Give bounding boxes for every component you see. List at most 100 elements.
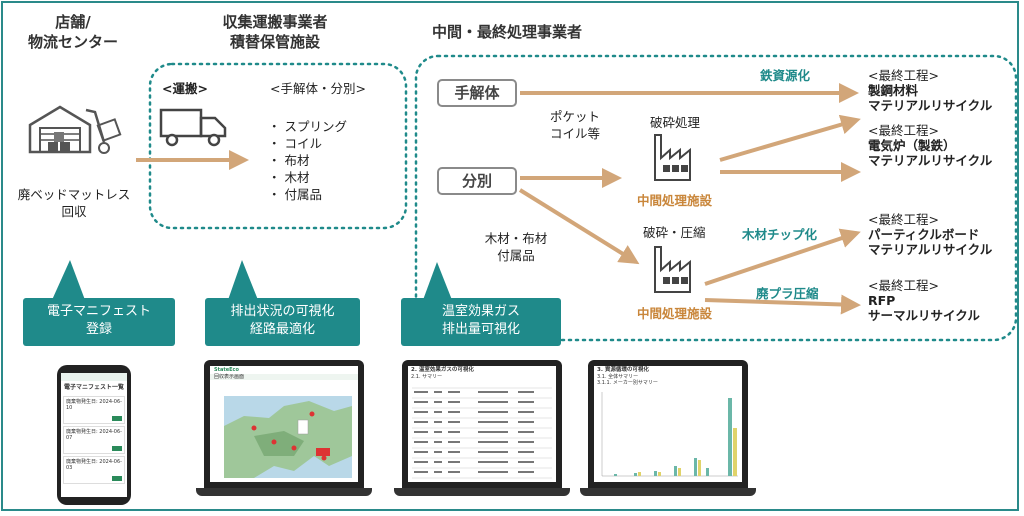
laptop-ghg: 2. 温室効果ガスの可視化 2.1. サマリー [402, 360, 562, 488]
laptop-resource-screen: 3. 資源循環の可視化 3.1. 全体サマリー 3.1.1. メーカー別サマリー [594, 366, 742, 482]
phone-card: 廃棄物発生日: 2024-06-10 [63, 396, 125, 424]
final3-block: <最終工程> パーティクルボード マテリアルリサイクル [868, 212, 992, 257]
arrow-crush2-to-final3 [704, 228, 861, 286]
facility2-label: 中間処理施設 [637, 306, 713, 321]
pocket-coil-line1: ポケット [549, 109, 600, 124]
laptop-map-base [196, 488, 372, 496]
callout-manifest-line1: 電子マニフェスト [46, 304, 151, 319]
header-store-line1: 店舗/ [55, 13, 91, 31]
phone-device: 電子マニフェスト一覧 廃棄物発生日: 2024-06-10 廃棄物発生日: 20… [57, 365, 131, 505]
phone-entry-2: 廃棄物発生日: 2024-06-07 [66, 429, 122, 441]
header-store-line2: 物流センター [27, 33, 118, 51]
pocket-coil-line2: コイル等 [549, 126, 600, 141]
header-collector-line1: 収集運搬事業者 [222, 13, 328, 31]
callout-visualize-line1: 排出状況の可視化 [230, 304, 335, 319]
final4-line3: サーマルリサイクル [868, 308, 980, 323]
arrow-crush2-to-final4 [704, 294, 861, 315]
header-collector: 収集運搬事業者 積替保管施設 [190, 12, 360, 52]
final4-line1: <最終工程> [868, 278, 939, 293]
list-item: ・ 布材 [268, 153, 310, 168]
phone-topbar [61, 373, 127, 381]
item-coil: コイル [284, 136, 322, 151]
phone-card-button[interactable] [112, 476, 122, 481]
item-wood: 木材 [284, 170, 310, 185]
arrow-crush-to-final1 [719, 114, 861, 162]
phone-entry-3: 廃棄物発生日: 2024-06-03 [66, 459, 122, 471]
pocket-coil-label: ポケット コイル等 [540, 108, 610, 142]
list-item: ・ コイル [268, 136, 322, 151]
map-view[interactable] [224, 396, 352, 478]
callout-manifest: 電子マニフェスト 登録 [23, 298, 175, 346]
item-spring: スプリング [284, 119, 347, 134]
facility1-label: 中間処理施設 [637, 193, 713, 208]
callout-pointer-manifest [52, 260, 85, 300]
plastic-label: 廃プラ圧縮 [756, 286, 819, 301]
resource-section-title: 3.1. 全体サマリー [597, 374, 639, 380]
dismantle-label: <手解体・分別> [270, 81, 366, 96]
laptop-ghg-base [394, 488, 570, 496]
list-item: ・ 付属品 [268, 187, 322, 202]
iron-label: 鉄資源化 [760, 68, 811, 83]
laptop-ghg-screen: 2. 温室効果ガスの可視化 2.1. サマリー [408, 366, 556, 482]
sorting-box: 分別 [437, 167, 517, 195]
arrow-sort-to-crush2 [518, 188, 640, 265]
resource-subsection-title: 3.1.1. メーカー別サマリー [597, 380, 658, 386]
crush-label: 破砕処理 [650, 115, 701, 130]
final4-line2: RFP [868, 293, 896, 308]
map-land [224, 401, 352, 478]
header-store: 店舗/ 物流センター [8, 12, 138, 52]
callout-visualize: 排出状況の可視化 経路最適化 [205, 298, 360, 346]
callout-visualize-line2: 経路最適化 [249, 322, 315, 337]
final2-line2: 電気炉（製鉄） [868, 138, 956, 153]
collector-dotted-box [148, 62, 408, 230]
callout-pointer-visualize [228, 260, 258, 300]
callout-pointer-ghg [423, 262, 452, 300]
callout-ghg-line1: 温室効果ガス [441, 304, 520, 319]
phone-card-button[interactable] [112, 446, 122, 451]
store-caption-line1: 廃ベッドマットレス [17, 187, 131, 202]
resource-bar-chart [601, 392, 738, 477]
callout-ghg: 温室効果ガス 排出量可視化 [401, 298, 561, 346]
final3-line1: <最終工程> [868, 212, 939, 227]
final1-line3: マテリアルリサイクル [868, 98, 993, 113]
processor-dotted-box [414, 54, 1018, 342]
callout-ghg-line2: 排出量可視化 [441, 322, 520, 337]
list-item: ・ スプリング [268, 119, 347, 134]
crush-compress-label: 破砕・圧縮 [643, 225, 706, 240]
callout-manifest-line2: 登録 [85, 322, 112, 337]
laptop-resource: 3. 資源循環の可視化 3.1. 全体サマリー 3.1.1. メーカー別サマリー [588, 360, 748, 488]
header-collector-line2: 積替保管施設 [229, 33, 320, 51]
wood-fabric-line1: 木材・布材 [484, 231, 548, 246]
laptop-map-screen: StateEco 回収表示画面 [210, 366, 358, 482]
list-item: ・ 木材 [268, 170, 310, 185]
phone-screen: 電子マニフェスト一覧 廃棄物発生日: 2024-06-10 廃棄物発生日: 20… [61, 373, 127, 497]
item-fabric: 布材 [284, 153, 310, 168]
final2-block: <最終工程> 電気炉（製鉄） マテリアルリサイクル [868, 123, 992, 168]
collector-item-list: ・ スプリング ・ コイル ・ 布材 ・ 木材 ・ 付属品 [268, 118, 347, 203]
phone-card: 廃棄物発生日: 2024-06-03 [63, 456, 125, 484]
final3-line3: マテリアルリサイクル [868, 242, 993, 257]
phone-card-button[interactable] [112, 416, 122, 421]
resource-page-title: 3. 資源循環の可視化 [597, 367, 649, 373]
final1-block: <最終工程> 製鋼材料 マテリアルリサイクル [868, 68, 992, 113]
laptop-resource-base [580, 488, 756, 496]
wood-fabric-label: 木材・布材 付属品 [476, 230, 556, 264]
final1-line2: 製鋼材料 [868, 83, 919, 98]
transport-label: <運搬> [162, 81, 208, 96]
phone-title: 電子マニフェスト一覧 [64, 384, 125, 391]
woodchip-label: 木材チップ化 [742, 227, 818, 242]
store-caption: 廃ベッドマットレス 回収 [10, 186, 138, 220]
map-page-title: 回収表示画面 [210, 374, 358, 380]
final4-block: <最終工程> RFP サーマルリサイクル [868, 278, 980, 323]
final1-line1: <最終工程> [868, 68, 939, 83]
final3-line2: パーティクルボード [868, 227, 980, 242]
store-caption-line2: 回収 [61, 204, 87, 219]
header-processor: 中間・最終処理事業者 [432, 23, 583, 41]
final2-line3: マテリアルリサイクル [868, 153, 993, 168]
ghg-page-title: 2. 温室効果ガスの可視化 [411, 367, 474, 373]
final2-line1: <最終工程> [868, 123, 939, 138]
app-logo: StateEco [214, 367, 239, 373]
ghg-section-title: 2.1. サマリー [411, 374, 443, 380]
